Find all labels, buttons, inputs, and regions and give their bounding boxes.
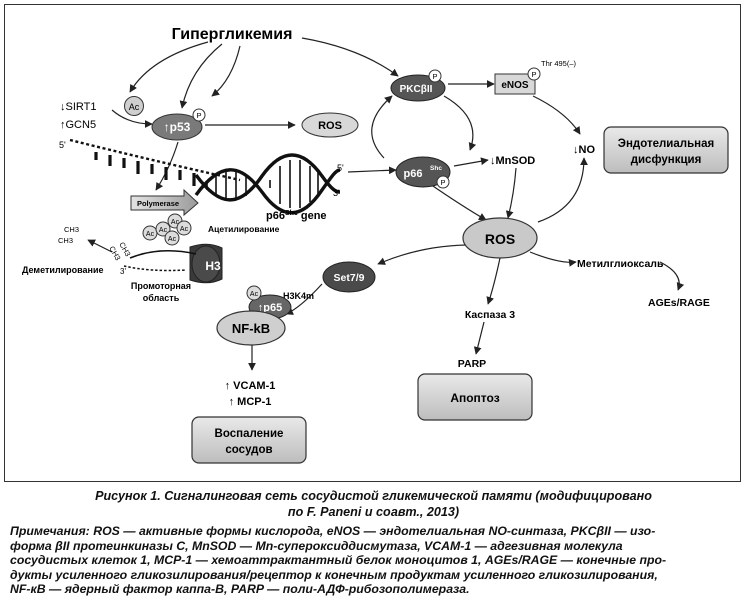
svg-text:NF-kB: NF-kB [232, 321, 270, 336]
diagram-frame [4, 4, 741, 482]
svg-text:↑p65: ↑p65 [258, 302, 282, 314]
svg-text:p66: p66 [404, 168, 423, 180]
svg-text:Ac: Ac [129, 102, 140, 112]
arrow-hyperglycemia-to-p66-dna [211, 45, 241, 97]
five-prime-right: 5' [337, 163, 344, 173]
arrow-demethylation [87, 239, 113, 253]
promoter-label-2: область [143, 293, 180, 303]
arrow-hyperglycemia-to-ac [129, 41, 209, 93]
svg-text:H3: H3 [205, 259, 221, 273]
three-prime-lower: 3' [120, 267, 126, 276]
svg-text:eNOS: eNOS [501, 80, 529, 91]
mcp-label: ↑ MCP-1 [229, 396, 272, 408]
svg-text:P: P [432, 72, 437, 81]
thr-label: Thr 495(–) [541, 59, 577, 68]
arrow-dna-to-p66 [347, 166, 397, 175]
svg-text:дисфункция: дисфункция [631, 154, 702, 166]
svg-text:Эндотелиальная: Эндотелиальная [618, 138, 714, 150]
polymerase: Polymerase [130, 188, 199, 217]
parp-label: PARP [458, 358, 486, 370]
arrow-p53-down [155, 141, 179, 191]
h3k4m-label: H3K4m [283, 291, 314, 301]
svg-text:Ac: Ac [159, 227, 168, 234]
gcn5-label: ↑GCN5 [60, 119, 96, 131]
arrow-p66-to-ros [429, 183, 487, 221]
arrow-hyperglycemia-to-pkc [301, 37, 399, 77]
arrow-ros-to-caspase [486, 257, 501, 305]
signaling-diagram: Гипергликемия ↓SIRT1 ↑GCN5 Ac ↑p53 P ROS… [22, 26, 729, 464]
svg-text:Ac: Ac [146, 231, 155, 238]
svg-text:Ac: Ac [168, 236, 177, 243]
arrows [87, 37, 685, 371]
svg-text:ROS: ROS [485, 231, 515, 247]
svg-text:сосудов: сосудов [225, 444, 272, 456]
ros-main-node: ROS [462, 217, 538, 259]
promoter-strand [123, 250, 197, 272]
figure-notes: Примечания: ROS — активные формы кислоро… [10, 524, 667, 597]
three-prime-right: 3' [333, 188, 340, 198]
endothelial-dysfunction-box: Эндотелиальная дисфункция [603, 126, 729, 174]
ros-small-node: ROS [301, 112, 359, 138]
svg-text:CH3: CH3 [64, 225, 79, 234]
set79-node: Set7/9 [322, 261, 376, 293]
svg-text:P: P [531, 70, 536, 79]
arrow-p66-cycle [371, 95, 393, 159]
svg-text:Воспаление: Воспаление [215, 428, 284, 440]
caspase-label: Каспаза 3 [465, 309, 515, 321]
svg-text:CH3: CH3 [58, 236, 73, 245]
svg-text:↑p53: ↑p53 [164, 120, 191, 134]
arrow-hyperglycemia-to-p53 [179, 43, 223, 109]
mnsod-label: ↓MnSOD [490, 155, 535, 167]
arrow-p66-to-mnsod [453, 157, 489, 167]
ac-badge: Ac [124, 96, 144, 116]
promoter-label-1: Промоторная [131, 281, 191, 291]
p66-node: p66 Shc P [395, 156, 451, 189]
svg-text:P: P [196, 111, 201, 120]
sirt1-label: ↓SIRT1 [60, 101, 96, 113]
svg-text:Polymerase: Polymerase [137, 199, 179, 208]
arrow-pkc-cycle [443, 95, 477, 151]
vcam-label: ↑ VCAM-1 [225, 380, 276, 392]
svg-text:Shc: Shc [430, 165, 442, 172]
apoptosis-box: Апоптоз [417, 373, 533, 421]
svg-text:Апоптоз: Апоптоз [450, 391, 499, 405]
svg-text:ROS: ROS [318, 120, 342, 132]
svg-text:Ac: Ac [171, 219, 180, 226]
arrow-ros-to-set [377, 244, 467, 265]
arrow-caspase-to-parp [473, 321, 485, 355]
arrow-methyl-to-ages [659, 261, 685, 291]
svg-text:Ac: Ac [250, 291, 259, 298]
ages-rage-label: AGEs/RAGE [648, 297, 710, 309]
acetylation-label: Ацетилирование [208, 224, 280, 234]
figure-caption-line-1: Рисунок 1. Сигналинговая сеть сосудистой… [95, 489, 652, 503]
demethylation-label: Деметилирование [22, 265, 104, 275]
inflammation-box: Воспаление сосудов [191, 416, 307, 464]
svg-text:Set7/9: Set7/9 [334, 272, 365, 284]
h3-histone: H3 [189, 243, 223, 284]
ac-cluster: Ac Ac Ac Ac Ac [142, 213, 192, 246]
double-helix [194, 153, 341, 215]
pkc-node: PKCβII P [390, 69, 446, 102]
figure-caption-line-2: по F. Paneni и соавт., 2013) [287, 505, 460, 519]
no-label: ↓NO [573, 144, 595, 156]
arrow-mnsod-to-ros [505, 167, 517, 219]
methylglyoxal-label: Метилглиоксаль [577, 258, 664, 270]
arrow-ros-to-no [537, 157, 588, 223]
five-prime-left: 5' [59, 140, 66, 150]
hyperglycemia-label: Гипергликемия [172, 26, 293, 43]
svg-text:Ac: Ac [180, 226, 189, 233]
svg-text:p66Shc gene: p66Shc gene [266, 210, 327, 222]
dna-strand [69, 138, 241, 186]
nfkb-node: NF-kB [216, 310, 286, 346]
arrow-enos-to-no [532, 95, 581, 135]
arrow-sirt-to-p53 [111, 109, 153, 128]
svg-text:PKCβII: PKCβII [400, 84, 433, 95]
enos-node: eNOS P [494, 67, 541, 95]
p53-node: ↑p53 P [151, 108, 206, 141]
svg-text:P: P [440, 178, 445, 187]
p66-gene-label: p66Shc gene [266, 210, 327, 222]
arrow-ros-to-methyl [529, 251, 577, 267]
